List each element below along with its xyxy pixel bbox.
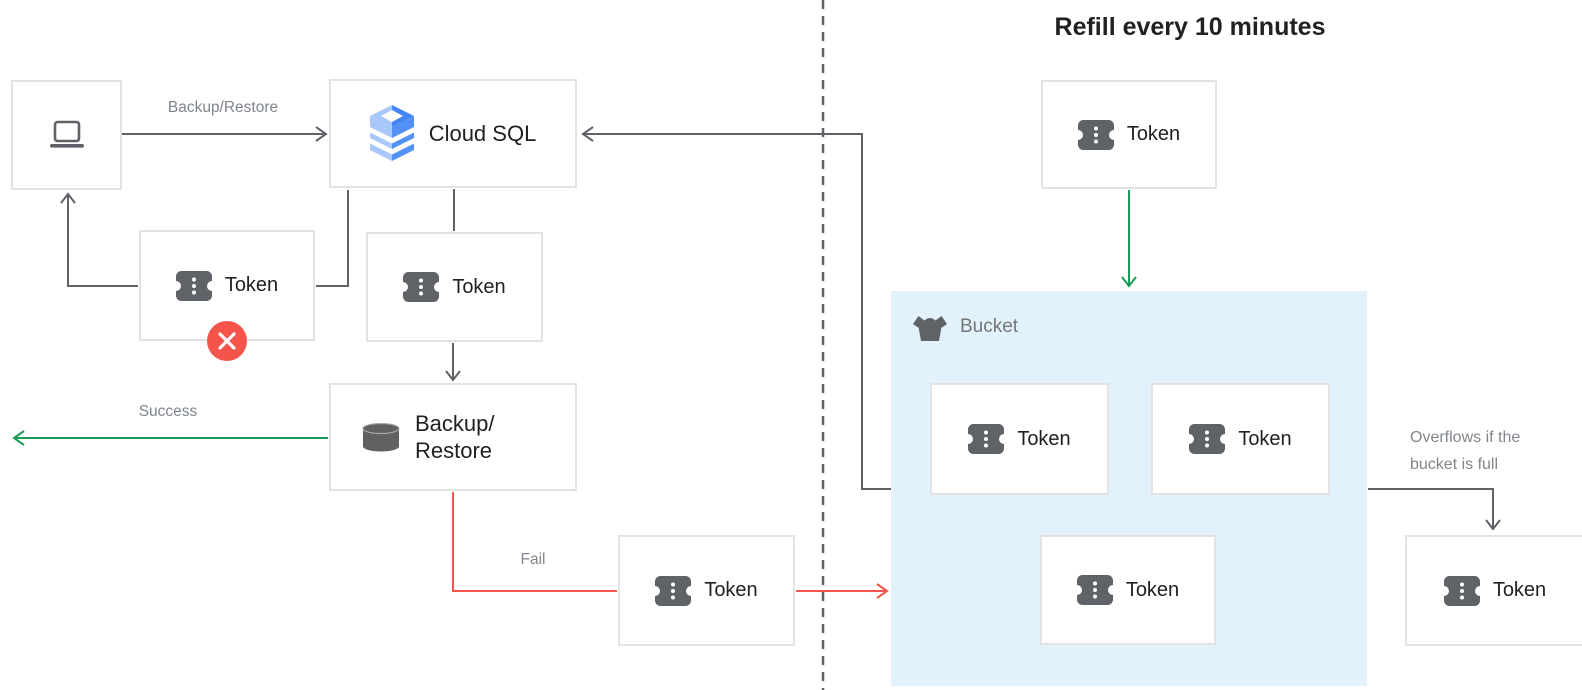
token-label: Token — [704, 579, 758, 601]
line-token-to-cloudsql — [316, 190, 349, 287]
token-label: Token — [1017, 427, 1071, 450]
arrow-token-to-laptop — [60, 192, 138, 287]
token-box-bucket-2: Token — [1151, 383, 1330, 495]
edge-label-fail: Fail — [520, 551, 546, 568]
x-icon — [218, 332, 236, 350]
client-box — [11, 80, 122, 190]
rejected-badge — [207, 321, 247, 361]
token-icon — [655, 575, 692, 606]
cloud-sql-box: Cloud SQL — [329, 79, 577, 188]
arrow-success — [12, 430, 328, 446]
token-icon — [1076, 575, 1113, 605]
arrow-bucket-to-overflow — [1368, 488, 1501, 531]
token-icon — [1189, 424, 1226, 454]
arrow-bucket-to-cloudsql — [581, 126, 891, 490]
token-label: Token — [1238, 427, 1292, 450]
token-icon — [1443, 575, 1480, 606]
token-box-request: Token — [366, 232, 543, 342]
token-icon — [403, 272, 440, 302]
token-box-bucket-3: Token — [1040, 535, 1216, 645]
token-label: Token — [1126, 123, 1181, 145]
laptop-icon — [47, 120, 87, 150]
arrow-laptop-to-cloudsql — [122, 126, 328, 142]
token-box-refill: Token — [1041, 80, 1217, 189]
cloud-sql-icon — [369, 105, 414, 162]
bucket-label: Bucket — [960, 316, 1019, 337]
edge-label-overflow: Overflows if the bucket is full — [1410, 429, 1521, 473]
backup-restore-label: Backup/ Restore — [415, 411, 495, 463]
token-icon — [1077, 119, 1114, 150]
backup-restore-box: Backup/ Restore — [329, 383, 577, 491]
diagram-title: Refill every 10 minutes — [1054, 13, 1326, 41]
token-icon — [968, 424, 1005, 454]
token-label: Token — [1125, 578, 1180, 601]
bucket-icon — [912, 313, 948, 341]
token-label: Token — [452, 275, 506, 298]
arrow-token-to-backup — [445, 343, 461, 382]
token-label: Token — [224, 274, 279, 296]
edge-label-backup-restore: Backup/Restore — [167, 99, 279, 116]
arrow-fail — [452, 492, 889, 599]
token-icon — [175, 270, 212, 301]
token-box-overflow: Token — [1405, 535, 1582, 646]
token-label: Token — [1492, 579, 1547, 601]
edge-label-success: Success — [138, 403, 198, 420]
token-box-rejected: Token — [139, 230, 315, 341]
token-box-fail: Token — [618, 535, 795, 646]
database-icon — [362, 422, 400, 452]
cloud-sql-label: Cloud SQL — [428, 120, 537, 146]
token-box-bucket-1: Token — [930, 383, 1109, 495]
arrow-refill — [1121, 190, 1137, 288]
